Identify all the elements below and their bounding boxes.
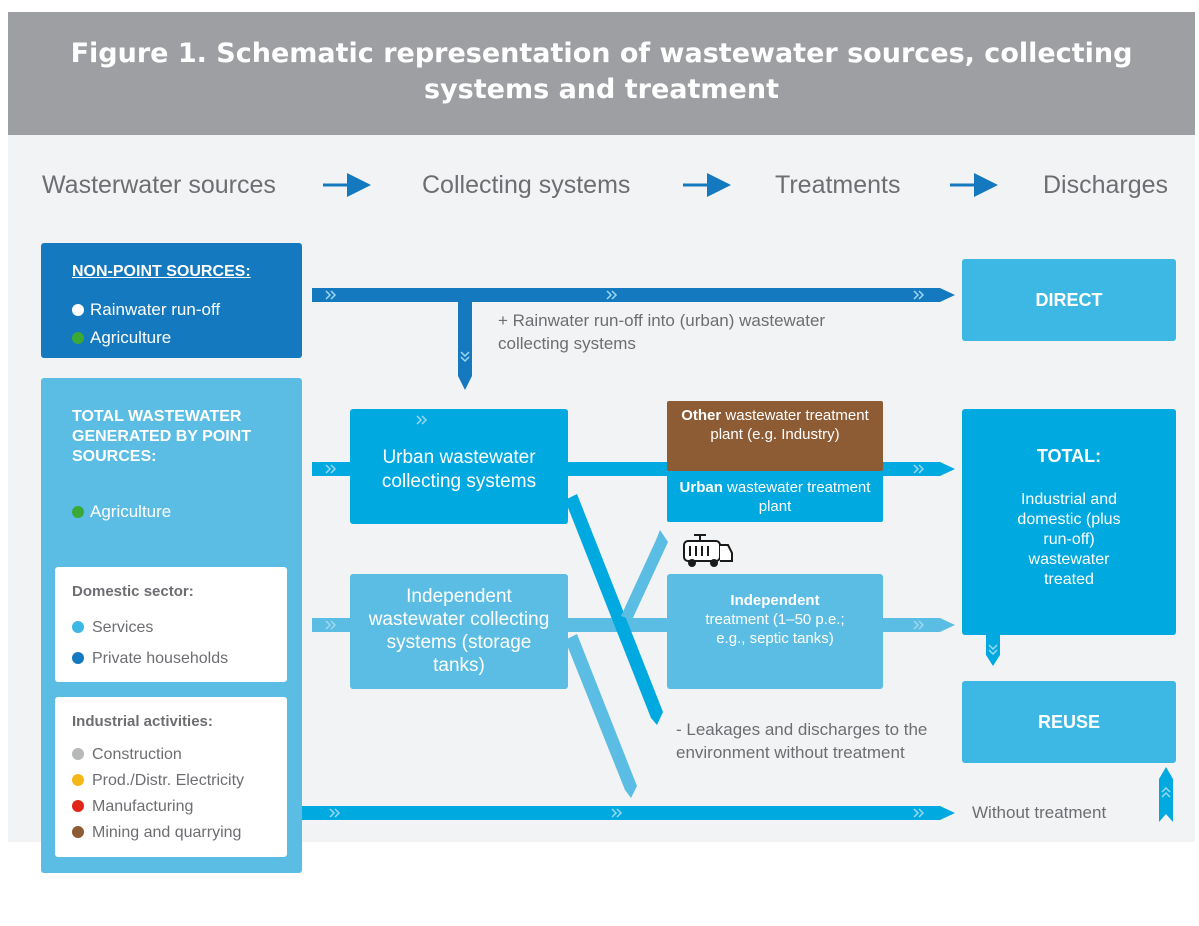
- legend-dot-icon: [72, 652, 84, 664]
- step-collecting: Collecting systems: [422, 171, 631, 199]
- total-description: Industrial and domestic (plus run-off) w…: [1017, 491, 1121, 588]
- urban-collecting-label: Urban wastewater collecting systems: [381, 447, 537, 492]
- legend-dot-icon: [72, 800, 84, 812]
- step-discharges: Discharges: [1043, 171, 1169, 199]
- domestic-sector-card: [55, 567, 287, 682]
- legend-dot-icon: [72, 304, 84, 316]
- independent-collecting-label: Independent wastewater collecting system…: [368, 586, 550, 676]
- legend-dot-icon: [72, 621, 84, 633]
- domestic-item-households: Private households: [72, 648, 228, 670]
- runoff-note: + Rainwater run-off into (urban) wastewa…: [498, 311, 826, 353]
- industrial-activities-card: [55, 697, 287, 857]
- direct-label: DIRECT: [1035, 290, 1103, 310]
- total-box: [962, 409, 1176, 635]
- urban-treatment-box: [667, 471, 883, 522]
- industrial-item-construction: Construction: [72, 744, 182, 766]
- legend-dot-icon: [72, 748, 84, 760]
- legend-dot-icon: [72, 774, 84, 786]
- independent-treatment-box: [667, 574, 883, 689]
- reuse-label: REUSE: [1037, 712, 1100, 732]
- flow-non-point-direct: [312, 288, 955, 390]
- non-point-item-rainwater: Rainwater run-off: [72, 298, 220, 322]
- legend-dot-icon: [72, 332, 84, 344]
- non-point-item-agriculture: Agriculture: [72, 326, 171, 350]
- step-treatments: Treatments: [775, 171, 901, 199]
- legend-dot-icon: [72, 826, 84, 838]
- other-treatment-label: Other wastewater treatment plant (e.g. I…: [681, 407, 869, 443]
- urban-treatment-label: Urban wastewater treatment plant: [679, 479, 871, 515]
- flow-untreated-reuse: [1159, 767, 1173, 822]
- industrial-heading: Industrial activities:: [72, 713, 213, 730]
- title-bar: [8, 12, 1195, 135]
- leakages-note: - Leakages and discharges to the environ…: [676, 720, 928, 762]
- non-point-sources-box: [41, 243, 302, 358]
- flow-without-treatment: [300, 806, 955, 820]
- reuse-box: [962, 681, 1176, 763]
- direct-box: [962, 259, 1176, 341]
- domestic-item-services: Services: [72, 617, 153, 639]
- without-treatment-note: Without treatment: [972, 803, 1107, 822]
- point-item-agriculture: Agriculture: [72, 500, 171, 524]
- domestic-heading: Domestic sector:: [72, 583, 194, 600]
- industrial-item-manufacturing: Manufacturing: [72, 796, 193, 818]
- urban-collecting-box: [350, 409, 568, 524]
- figure-title: Figure 1. Schematic representation of wa…: [70, 38, 1133, 105]
- non-point-heading: NON-POINT SOURCES:: [72, 263, 251, 280]
- legend-dot-icon: [72, 506, 84, 518]
- other-treatment-box: [667, 401, 883, 471]
- chevron-double-icon: [325, 290, 1171, 818]
- total-heading: TOTAL:: [1036, 446, 1102, 466]
- industrial-item-electricity: Prod./Distr. Electricity: [72, 770, 244, 792]
- flow-leakages: [565, 494, 668, 798]
- industrial-item-mining: Mining and quarrying: [72, 822, 241, 844]
- truck-icon: [683, 534, 733, 567]
- step-sources: Wasterwater sources: [42, 171, 276, 199]
- independent-collecting-box: [350, 574, 568, 689]
- point-sources-heading: TOTAL WASTEWATER GENERATED BY POINT SOUR…: [72, 408, 251, 465]
